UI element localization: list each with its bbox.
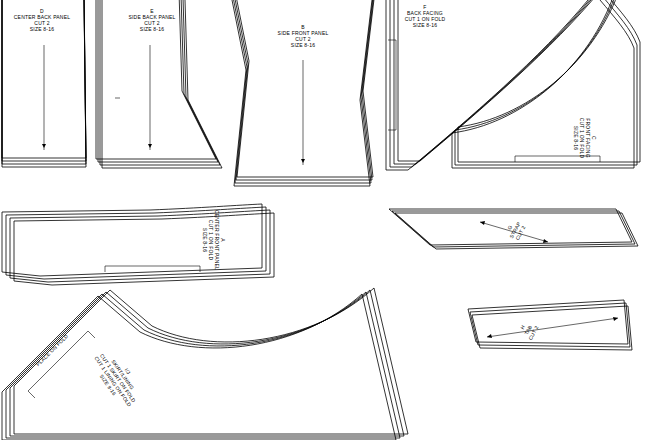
pattern-text: SIZE 8-16	[128, 26, 175, 32]
pattern-text: SIDE BACK PANEL	[128, 14, 175, 20]
piece-label: I/JSKIRT/LININGCUT 1 SKIRT ON FOLDCUT 1 …	[88, 345, 147, 411]
pattern-text: CUT 1 ON FOLD	[208, 210, 214, 270]
piece-label: CFRONT FACINGCUT 1 ON FOLDSIZE 8-16	[573, 118, 597, 159]
pattern-text: PLACE ON FOLD	[35, 333, 69, 367]
pattern-text: CENTER BACK PANEL	[14, 14, 70, 20]
pattern-text: C	[591, 118, 597, 159]
pattern-text: CUT 2	[14, 20, 70, 26]
piece-label: FBACK FACINGCUT 1 ON FOLDSIZE 8-16	[405, 4, 446, 28]
piece-label: ESIDE BACK PANELCUT 2SIZE 8-16	[128, 8, 175, 32]
pattern-text: FRONT FACING	[585, 118, 591, 159]
pattern-text: CUT 1 ON FOLD	[405, 16, 446, 22]
pattern-text: SIZE 8-16	[14, 26, 70, 32]
piece-label: GSTRAPCUT 2	[503, 218, 527, 242]
grain-lines	[28, 40, 618, 398]
pattern-text: SIZE 8-16	[405, 22, 446, 28]
pattern-text: D	[14, 8, 70, 14]
piece-label: DCENTER BACK PANELCUT 2SIZE 8-16	[14, 8, 70, 32]
pattern-text: A	[220, 210, 226, 270]
pattern-text: CUT 1 ON FOLD	[579, 118, 585, 159]
pattern-text: B	[278, 24, 329, 30]
pattern-text: CENTER FRONT PANEL	[214, 210, 220, 270]
piece-label: HTABCUT 2	[516, 319, 539, 341]
pattern-text: SIZE 8-16	[202, 210, 208, 270]
piece-label: PLACE ON FOLD	[35, 333, 69, 367]
pattern-text: CUT 2	[128, 20, 175, 26]
pattern-text: E	[128, 8, 175, 14]
pattern-text: BACK FACING	[405, 10, 446, 16]
pattern-text: SIZE 8-16	[278, 42, 329, 48]
notches	[42, 144, 618, 338]
piece-label: BSIDE FRONT PANELCUT 2SIZE 8-16	[278, 24, 329, 48]
pattern-text: F	[405, 4, 446, 10]
piece-label: ACENTER FRONT PANELCUT 1 ON FOLDSIZE 8-1…	[202, 210, 226, 270]
pattern-text: CUT 2	[278, 36, 329, 42]
pattern-text: SIZE 8-16	[573, 118, 579, 159]
pattern-text: SIDE FRONT PANEL	[278, 30, 329, 36]
cut-lines	[2, 0, 640, 440]
